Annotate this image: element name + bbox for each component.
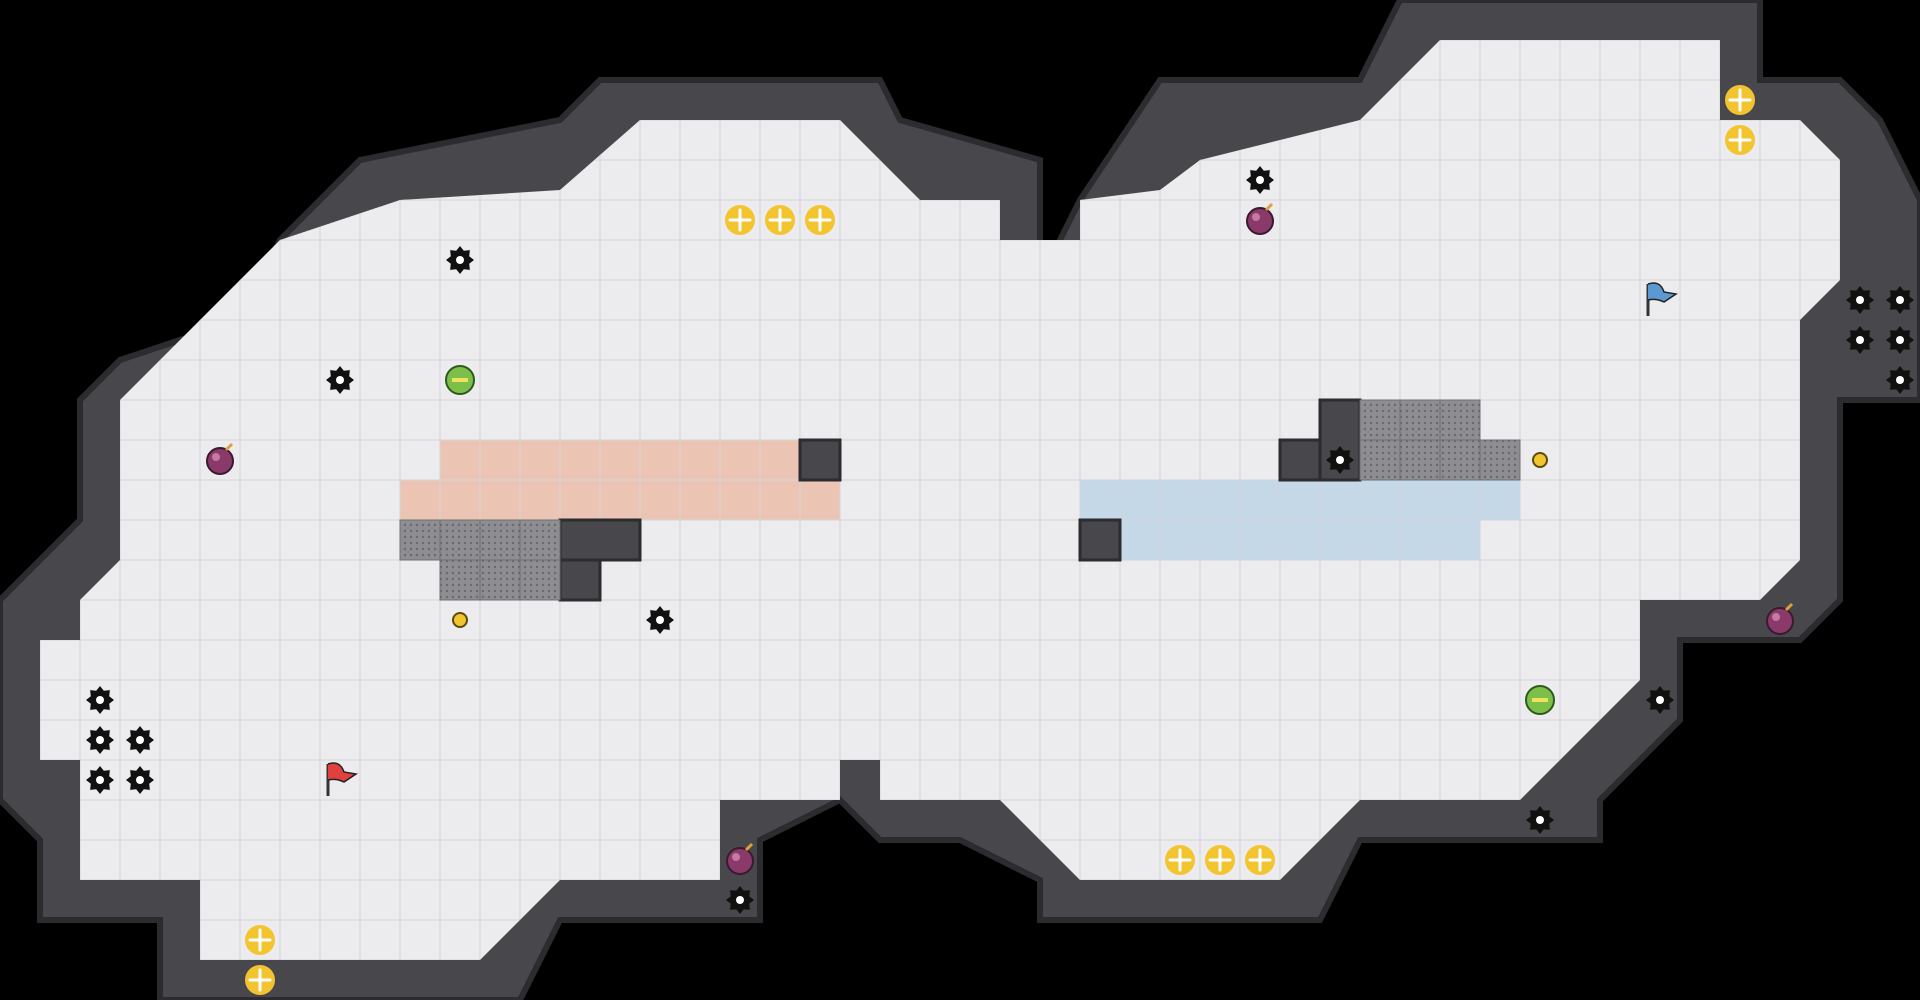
button-icon bbox=[1532, 452, 1548, 468]
spike-tile bbox=[1399, 399, 1441, 441]
button-icon bbox=[452, 612, 468, 628]
bomb-icon bbox=[726, 842, 754, 875]
spike-tile bbox=[1359, 399, 1401, 441]
spike-icon bbox=[446, 246, 474, 274]
spike-tile bbox=[1439, 439, 1481, 481]
blue-team-zone bbox=[1120, 520, 1480, 560]
boost-icon bbox=[1245, 845, 1275, 875]
spike-tile bbox=[1439, 399, 1481, 441]
boost-icon bbox=[1165, 845, 1195, 875]
spike-tile bbox=[479, 519, 521, 561]
inner-wall-block bbox=[558, 518, 642, 562]
spike-tile bbox=[439, 519, 481, 561]
inner-wall-block bbox=[1078, 518, 1122, 562]
spike-icon bbox=[126, 766, 154, 794]
red-team-zone bbox=[440, 440, 800, 480]
boost-icon bbox=[1725, 125, 1755, 155]
inner-wall-block bbox=[558, 558, 602, 602]
boost-icon bbox=[725, 205, 755, 235]
spike-icon bbox=[1246, 166, 1274, 194]
spike-icon bbox=[1886, 366, 1914, 394]
spike-icon bbox=[726, 886, 754, 914]
speed-pad-icon bbox=[1525, 685, 1555, 715]
blue-team-zone bbox=[1080, 480, 1520, 520]
floor-layer bbox=[40, 40, 1840, 960]
inner-obstacles bbox=[399, 398, 1521, 602]
spike-icon bbox=[1886, 286, 1914, 314]
spike-icon bbox=[86, 766, 114, 794]
red-flag-icon bbox=[326, 762, 358, 796]
boost-icon bbox=[1725, 85, 1755, 115]
spike-icon bbox=[1646, 686, 1674, 714]
map-entities bbox=[86, 85, 1914, 995]
red-team-zone bbox=[400, 480, 840, 520]
spike-tile bbox=[439, 559, 481, 601]
spike-tile bbox=[399, 519, 441, 561]
boost-icon bbox=[1205, 845, 1235, 875]
spike-icon bbox=[1526, 806, 1554, 834]
spike-tile bbox=[1399, 439, 1441, 481]
spike-icon bbox=[326, 366, 354, 394]
arena-floor bbox=[40, 40, 1840, 960]
team-zones bbox=[400, 440, 1520, 560]
spike-tile bbox=[519, 519, 561, 561]
inner-wall-block bbox=[798, 438, 842, 482]
speed-pad-icon bbox=[445, 365, 475, 395]
spike-tile bbox=[479, 559, 521, 601]
boost-icon bbox=[765, 205, 795, 235]
spike-icon bbox=[1846, 326, 1874, 354]
spike-tile bbox=[519, 559, 561, 601]
spike-icon bbox=[1846, 286, 1874, 314]
bomb-icon bbox=[206, 442, 234, 475]
spike-tile bbox=[1479, 439, 1521, 481]
spike-icon bbox=[86, 726, 114, 754]
spike-tile bbox=[1359, 439, 1401, 481]
bomb-icon bbox=[1246, 202, 1274, 235]
spike-icon bbox=[1886, 326, 1914, 354]
blue-flag-icon bbox=[1646, 282, 1678, 316]
inner-wall-block bbox=[1278, 438, 1322, 482]
spike-icon bbox=[1326, 446, 1354, 474]
boost-icon bbox=[805, 205, 835, 235]
boost-icon bbox=[245, 925, 275, 955]
boost-icon bbox=[245, 965, 275, 995]
spike-icon bbox=[86, 686, 114, 714]
spike-icon bbox=[126, 726, 154, 754]
spike-icon bbox=[646, 606, 674, 634]
bomb-icon bbox=[1766, 602, 1794, 635]
